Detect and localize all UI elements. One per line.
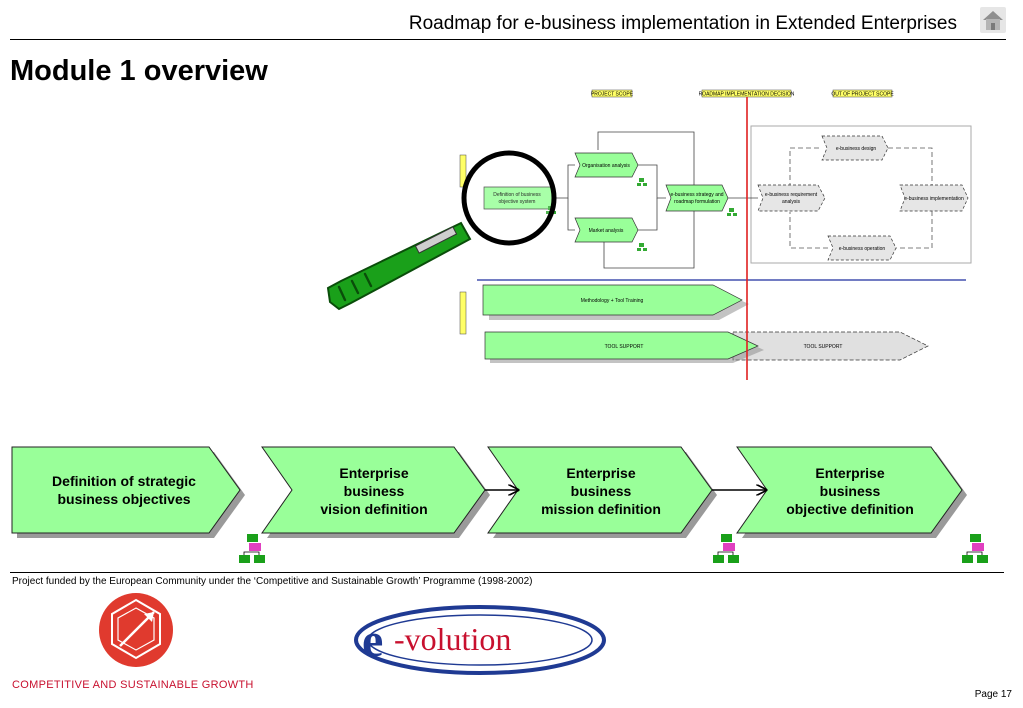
box-design: e-business design <box>821 135 889 161</box>
home-icon[interactable] <box>979 6 1007 34</box>
csg-logo <box>99 593 173 667</box>
header-title: Roadmap for e-business implementation in… <box>408 13 957 34</box>
overview-diagram: PROJECT SCOPE ROADMAP IMPLEMENTATION DEC… <box>11 89 988 563</box>
svg-text:e-business requirement: e-business requirement <box>765 192 818 198</box>
out-of-scope-region <box>750 125 972 264</box>
scope-tag-decision: ROADMAP IMPLEMENTATION DECISION <box>699 89 795 98</box>
out-of-scope-flow <box>789 147 933 249</box>
box-organisation: Organisation analysis <box>574 152 639 178</box>
csg-label: COMPETITIVE AND SUSTAINABLE GROWTH <box>12 679 254 691</box>
svg-text:e: e <box>362 614 383 667</box>
svg-text:Organisation analysis: Organisation analysis <box>582 163 630 169</box>
box-strategy: e-business strategy and roadmap formulat… <box>665 184 729 212</box>
box-implementation: e-business implementation <box>899 184 969 212</box>
svg-text:PROJECT SCOPE: PROJECT SCOPE <box>591 92 634 98</box>
page-number: Page 17 <box>974 689 1012 700</box>
bar-tool-support-right: TOOL SUPPORT <box>732 331 929 361</box>
svg-text:e-business implementation: e-business implementation <box>904 196 964 202</box>
page-title: Module 1 overview <box>10 55 268 87</box>
svg-text:objective system: objective system <box>499 199 536 205</box>
svg-text:e-business operation: e-business operation <box>839 246 886 252</box>
svg-text:e-business strategy and: e-business strategy and <box>670 192 723 198</box>
footer-rule <box>10 572 1004 573</box>
svg-text:Market analysis: Market analysis <box>589 228 624 234</box>
svg-text:Methodology + Tool Training: Methodology + Tool Training <box>581 298 644 304</box>
bar-methodology: Methodology + Tool Training <box>482 284 749 320</box>
header-rule <box>10 39 1006 40</box>
box-operation: e-business operation <box>827 235 897 261</box>
svg-text:analysis: analysis <box>782 199 801 205</box>
funding-text: Project funded by the European Community… <box>12 576 533 587</box>
side-tag-lower <box>459 291 467 335</box>
svg-text:ROADMAP IMPLEMENTATION DECISIO: ROADMAP IMPLEMENTATION DECISION <box>699 92 795 98</box>
bar-tool-support-left: TOOL SUPPORT <box>484 331 764 363</box>
svg-text:e-business design: e-business design <box>836 146 877 152</box>
magnifier-icon <box>326 150 557 311</box>
process-chain <box>11 446 967 538</box>
org-chart-icon <box>239 534 988 563</box>
box-market: Market analysis <box>574 217 639 243</box>
scope-tag-out: OUT OF PROJECT SCOPE <box>831 89 894 98</box>
svg-text:OUT OF PROJECT SCOPE: OUT OF PROJECT SCOPE <box>831 92 894 98</box>
scope-tag-project: PROJECT SCOPE <box>591 89 634 98</box>
svg-text:roadmap formulation: roadmap formulation <box>674 199 720 205</box>
box-objective-system: Definition of business objective system <box>483 186 557 210</box>
svg-text:Definition of business: Definition of business <box>493 192 541 198</box>
process-step-1 <box>11 446 241 534</box>
box-requirement: e-business requirement analysis <box>757 184 826 212</box>
svg-text:-volution: -volution <box>394 621 511 657</box>
evolution-logo: e -volution <box>354 605 606 675</box>
svg-text:TOOL SUPPORT: TOOL SUPPORT <box>605 344 644 350</box>
process-step-2 <box>261 446 486 534</box>
svg-text:TOOL SUPPORT: TOOL SUPPORT <box>804 344 843 350</box>
